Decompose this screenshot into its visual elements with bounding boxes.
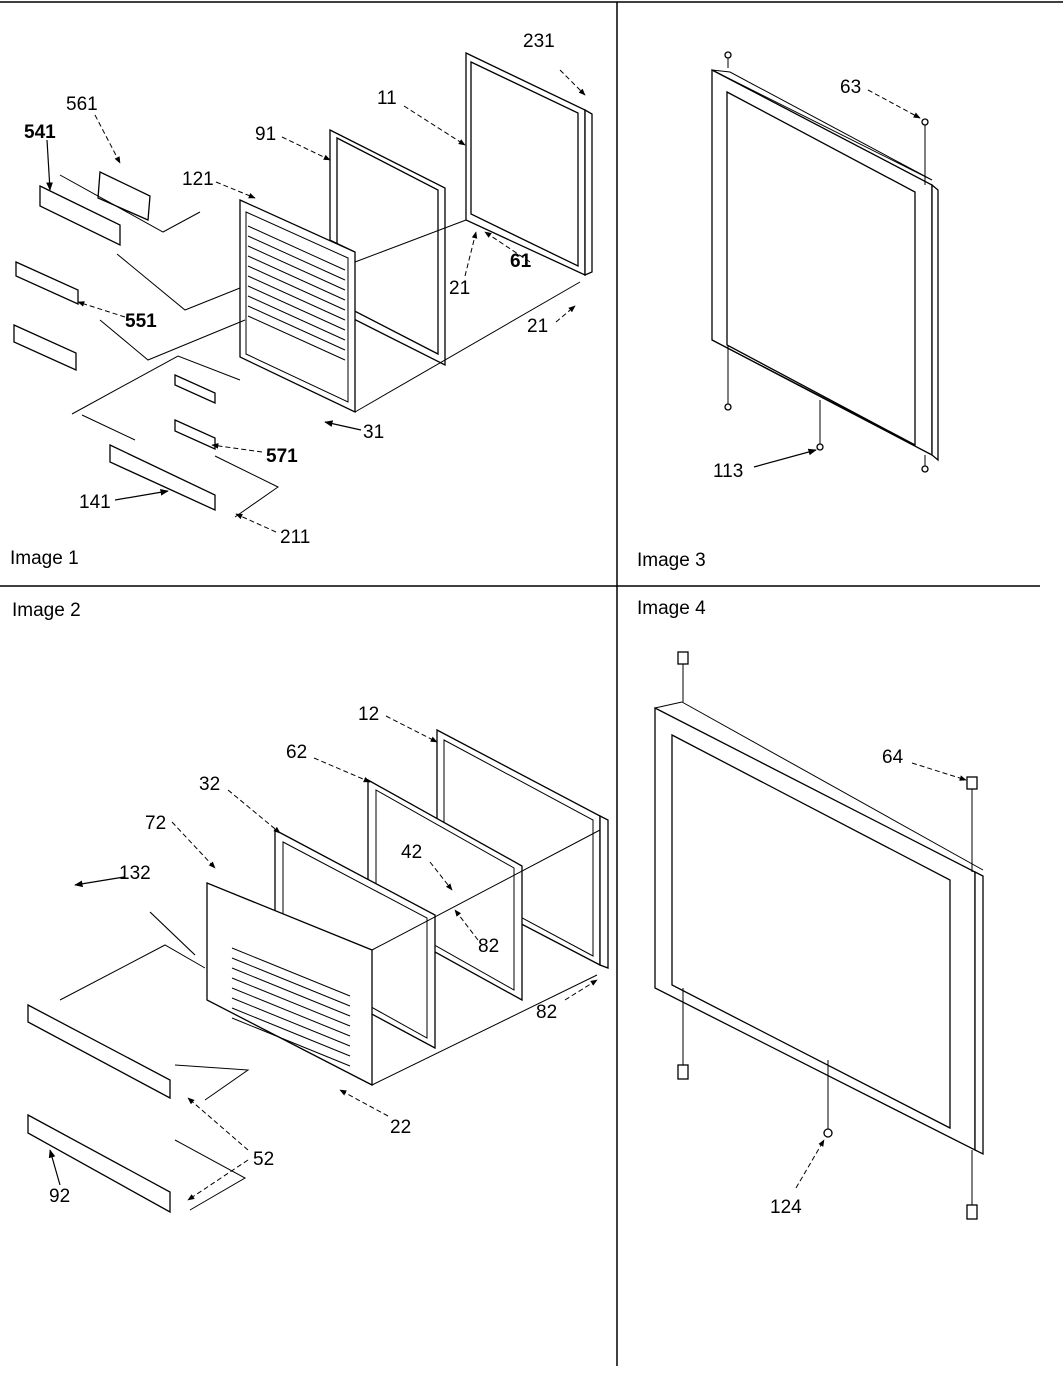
callout-121: 121 <box>182 169 214 190</box>
image-3-leaders <box>753 89 921 468</box>
freezer-frame-drawing <box>654 651 984 1220</box>
door-frame-drawing <box>711 51 939 473</box>
callout-92: 92 <box>49 1186 70 1207</box>
callout-64: 64 <box>882 747 904 768</box>
liner-ribs <box>231 947 351 1067</box>
panel-image-1: 231 11 91 561 541 121 21 61 21 551 31 57… <box>10 31 593 569</box>
panel-image-2: 12 62 32 72 42 132 82 82 22 52 92 Image … <box>12 600 609 1214</box>
caption-image-4: Image 4 <box>637 598 706 619</box>
callout-231: 231 <box>523 31 555 52</box>
callout-32: 32 <box>199 774 220 795</box>
callout-12: 12 <box>358 704 379 725</box>
callout-72: 72 <box>145 813 166 834</box>
callout-31: 31 <box>363 422 384 443</box>
callout-561: 561 <box>66 94 98 115</box>
callout-211: 211 <box>280 527 310 548</box>
image-2-leaders <box>48 715 598 1201</box>
callout-551: 551 <box>125 311 157 332</box>
caption-image-3: Image 3 <box>637 550 706 571</box>
callout-82-lower: 82 <box>536 1002 557 1023</box>
callout-124: 124 <box>770 1197 802 1218</box>
callout-42: 42 <box>401 842 422 863</box>
callout-541: 541 <box>24 122 56 143</box>
callout-21-upper: 21 <box>449 278 470 299</box>
callout-91: 91 <box>255 124 276 145</box>
callout-141: 141 <box>79 492 111 513</box>
callout-132: 132 <box>119 863 151 884</box>
freezer-door-assembly-drawing <box>27 728 609 1214</box>
callout-113: 113 <box>713 461 743 482</box>
callout-21-lower: 21 <box>527 316 548 337</box>
caption-image-1: Image 1 <box>10 548 79 569</box>
callout-61: 61 <box>510 251 532 272</box>
callout-62: 62 <box>286 742 307 763</box>
panel-image-4: 64 124 Image 4 <box>637 598 984 1220</box>
callout-22: 22 <box>390 1117 411 1138</box>
refrigerator-door-assembly-drawing <box>13 51 593 518</box>
callout-82-upper: 82 <box>478 936 499 957</box>
callout-63: 63 <box>840 77 861 98</box>
liner-shelf-ribs <box>247 225 346 361</box>
image-4-leaders <box>795 762 967 1189</box>
caption-image-2: Image 2 <box>12 600 81 621</box>
callout-571: 571 <box>266 446 298 467</box>
image-1-leaders <box>46 69 586 533</box>
callout-52: 52 <box>253 1149 274 1170</box>
callout-11: 11 <box>377 88 397 109</box>
panel-image-3: 63 113 Image 3 <box>637 51 939 571</box>
